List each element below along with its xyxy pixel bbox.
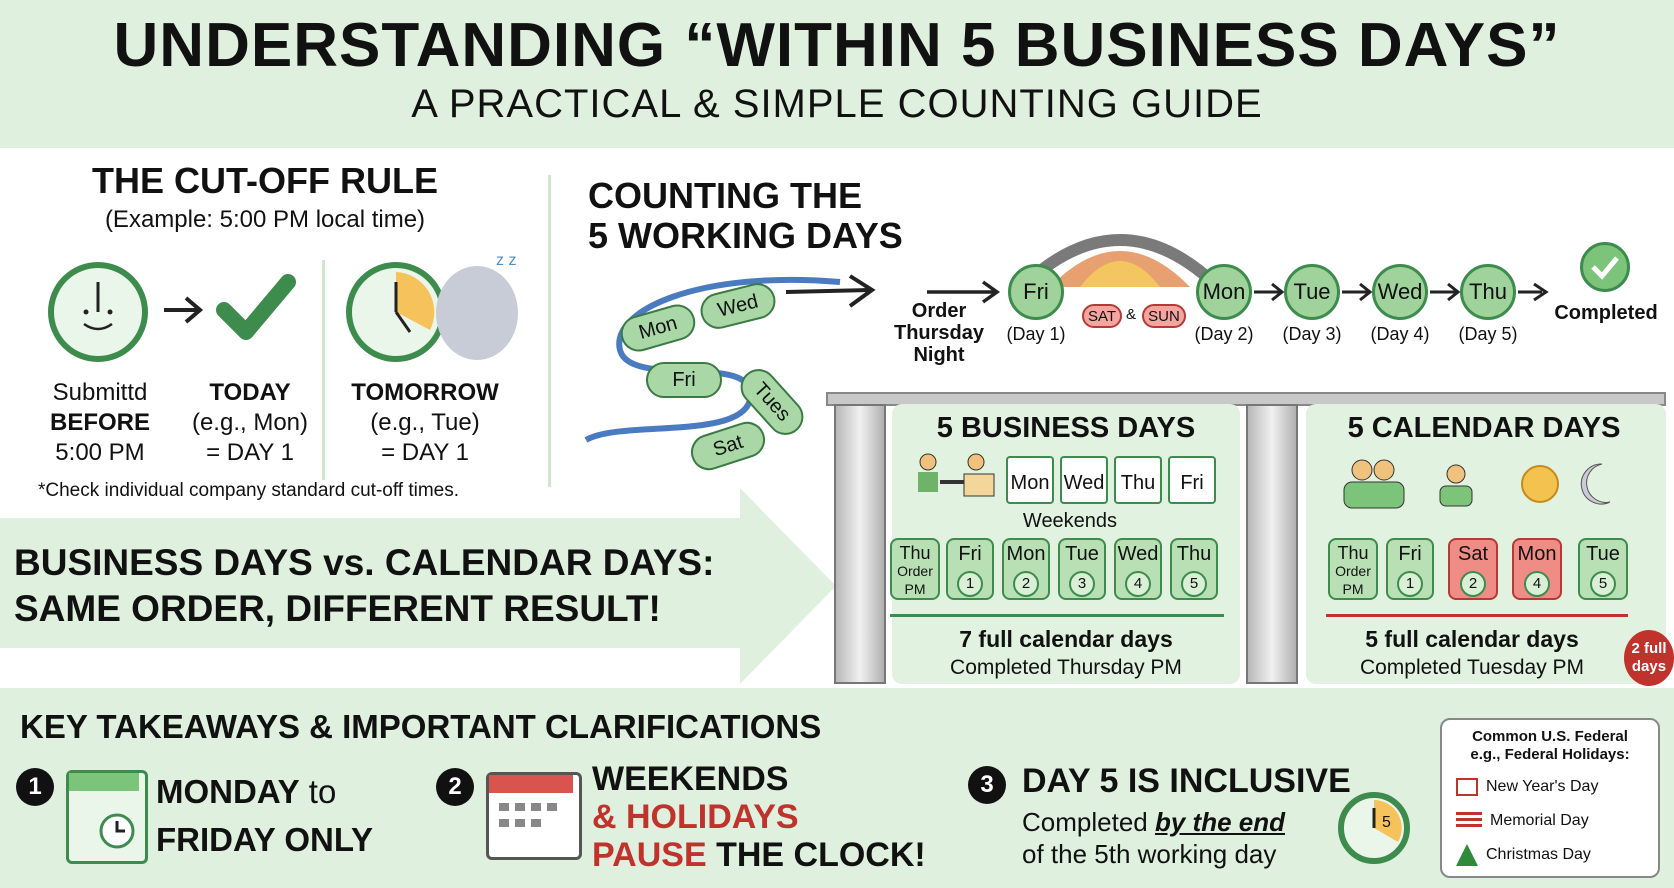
number-badge: 2	[436, 768, 474, 806]
tomorrow-label: TOMORROW (e.g., Tue) = DAY 1	[351, 379, 499, 466]
timeline-day: Thu	[1460, 264, 1516, 320]
timeline-day: Fri	[1008, 264, 1064, 320]
column	[834, 404, 886, 684]
calendar-result: 5 full calendar days	[1365, 626, 1579, 652]
order-label: Order Thursday Night	[893, 300, 985, 366]
takeaways-title: KEY TAKEAWAYS & IMPORTANT CLARIFICATIONS	[20, 708, 822, 745]
clock-icon: 5	[1338, 792, 1410, 864]
day-label: (Day 2)	[1194, 324, 1254, 344]
page-subtitle: A PRACTICAL & SIMPLE COUNTING GUIDE	[411, 82, 1263, 126]
checkmark-icon	[216, 274, 296, 340]
divider	[322, 260, 325, 480]
number-badge: 3	[968, 766, 1006, 804]
cutoff-note: *Check individual company standard cut-o…	[38, 480, 460, 501]
day-label: (Day 5)	[1458, 324, 1518, 344]
workers-icon	[918, 453, 995, 497]
arrow-right-icon	[927, 280, 1001, 304]
calendar-completed: Completed Tuesday PM	[1359, 656, 1585, 679]
cutoff-example: (Example: 5:00 PM local time)	[104, 206, 426, 233]
comparison-arrow-body	[0, 518, 750, 648]
clock-5pm-icon	[346, 262, 446, 362]
us-flag-icon	[1456, 811, 1482, 830]
start-box: Thu Order PM	[1328, 538, 1378, 600]
start-box: Thu Order PM	[890, 538, 940, 600]
divider	[548, 175, 551, 487]
business-result: 7 full calendar days	[959, 626, 1173, 652]
comparison-arrow-head	[740, 488, 836, 684]
business-title: 5 BUSINESS DAYS	[936, 412, 1196, 444]
calendar-clock-icon	[66, 770, 148, 864]
day-label: (Day 3)	[1282, 324, 1342, 344]
span-line	[1326, 614, 1628, 617]
timeline-arrows	[1254, 282, 1549, 302]
holiday-item: Christmas Day	[1456, 838, 1658, 872]
day-label: (Day 1)	[1006, 324, 1066, 344]
days-badge: 2 full days	[1624, 630, 1674, 686]
day-label: (Day 4)	[1370, 324, 1430, 344]
header: UNDERSTANDING “WITHIN 5 BUSINESS DAYS” A…	[0, 0, 1674, 148]
counting-title: COUNTING THE 5 WORKING DAYS	[588, 175, 903, 256]
clock-face-icon	[83, 282, 113, 331]
takeaway-3-title: DAY 5 IS INCLUSIVE	[1022, 762, 1351, 800]
cutoff-title: THE CUT-OFF RULE	[92, 160, 438, 201]
takeaway-3-text: Completed by the end of the 5th working …	[1022, 807, 1285, 869]
calendar-day: Fri	[1168, 456, 1216, 504]
completed-label: Completed	[1554, 302, 1658, 324]
span-line	[890, 614, 1224, 617]
number-badge: 1	[16, 768, 54, 806]
calendar-title: 5 CALENDAR DAYS	[1347, 412, 1621, 444]
column	[1246, 404, 1298, 684]
arrow-right-icon	[164, 296, 204, 324]
weekend-badge: SUN	[1142, 304, 1186, 328]
weekend-amp: &	[1126, 306, 1137, 323]
timeline-day: Tue	[1284, 264, 1340, 320]
clock-icon	[48, 262, 148, 362]
holiday-item: Memorial Day	[1456, 804, 1658, 838]
submitted-label: Submittd BEFORE 5:00 PM	[49, 379, 150, 466]
completed-check-icon	[1580, 242, 1630, 292]
page-title: UNDERSTANDING “WITHIN 5 BUSINESS DAYS”	[113, 11, 1561, 80]
cutoff-panel: THE CUT-OFF RULE (Example: 5:00 PM local…	[40, 160, 490, 234]
timeline-day: Mon	[1196, 264, 1252, 320]
holiday-item: New Year's Day	[1456, 770, 1658, 804]
moon-icon	[436, 266, 518, 360]
calendar-day: Mon	[1006, 456, 1054, 504]
comparison-title: BUSINESS DAYS vs. CALENDAR DAYS: SAME OR…	[14, 542, 715, 629]
weekend-badge: SAT	[1082, 304, 1122, 328]
holidays-card: Common U.S. Federal e.g., Federal Holida…	[1440, 718, 1660, 878]
calendar-icon	[1456, 777, 1478, 796]
timeline-day: Wed	[1372, 264, 1428, 320]
takeaway-1: MONDAY to FRIDAY ONLY	[156, 773, 374, 858]
calendar-day: Wed	[1060, 456, 1108, 504]
bridge-icon	[1020, 234, 1220, 290]
calendar-day: Thu	[1114, 456, 1162, 504]
today-label: TODAY (e.g., Mon) = DAY 1	[191, 379, 309, 466]
takeaway-2: WEEKENDS & HOLIDAYS PAUSE THE CLOCK!	[592, 760, 926, 874]
weekends-label: Weekends	[1022, 510, 1118, 532]
sleep-icon: z z	[496, 252, 517, 269]
ribbon-pill: Fri	[646, 362, 722, 398]
christmas-tree-icon	[1456, 843, 1478, 866]
family-sun-moon-icons	[1343, 459, 1611, 509]
calendar-icon	[486, 772, 582, 860]
business-completed: Completed Thursday PM	[950, 656, 1182, 679]
